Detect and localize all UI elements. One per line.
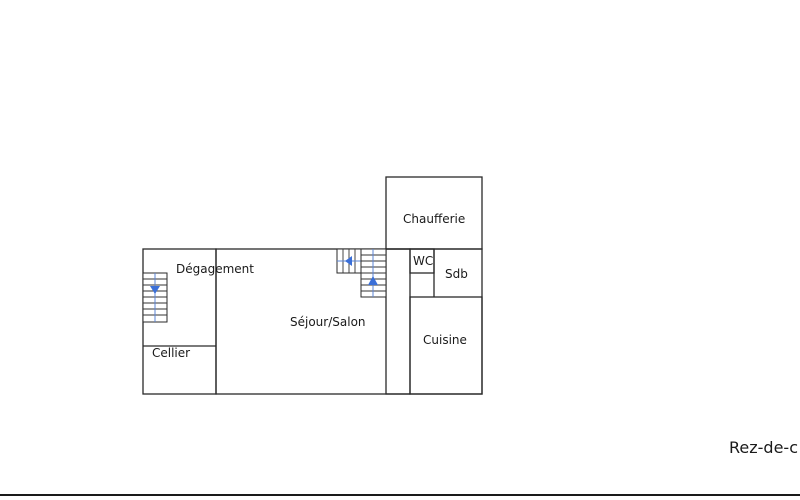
- room-label-chaufferie: Chaufferie: [403, 212, 465, 226]
- room-label-sejour: Séjour/Salon: [290, 315, 366, 329]
- stair-sejour-left: [336, 248, 362, 274]
- room-label-cellier: Cellier: [152, 346, 190, 360]
- room-cuisine-wall: [409, 296, 483, 395]
- bottom-divider: [0, 494, 800, 496]
- stair-arrow-up-icon: [368, 276, 378, 285]
- stair-arrow-left-icon: [345, 256, 352, 266]
- room-label-degagement: Dégagement: [176, 262, 254, 276]
- stair-degagement: [142, 272, 168, 323]
- walls: [142, 176, 483, 395]
- floor-name-label: Rez-de-c: [729, 438, 798, 457]
- room-label-sdb: Sdb: [445, 267, 468, 281]
- room-label-cuisine: Cuisine: [423, 333, 467, 347]
- room-label-wc: WC: [413, 254, 433, 268]
- stair-arrow-down-icon: [150, 286, 160, 294]
- stair-sejour-right: [360, 248, 387, 298]
